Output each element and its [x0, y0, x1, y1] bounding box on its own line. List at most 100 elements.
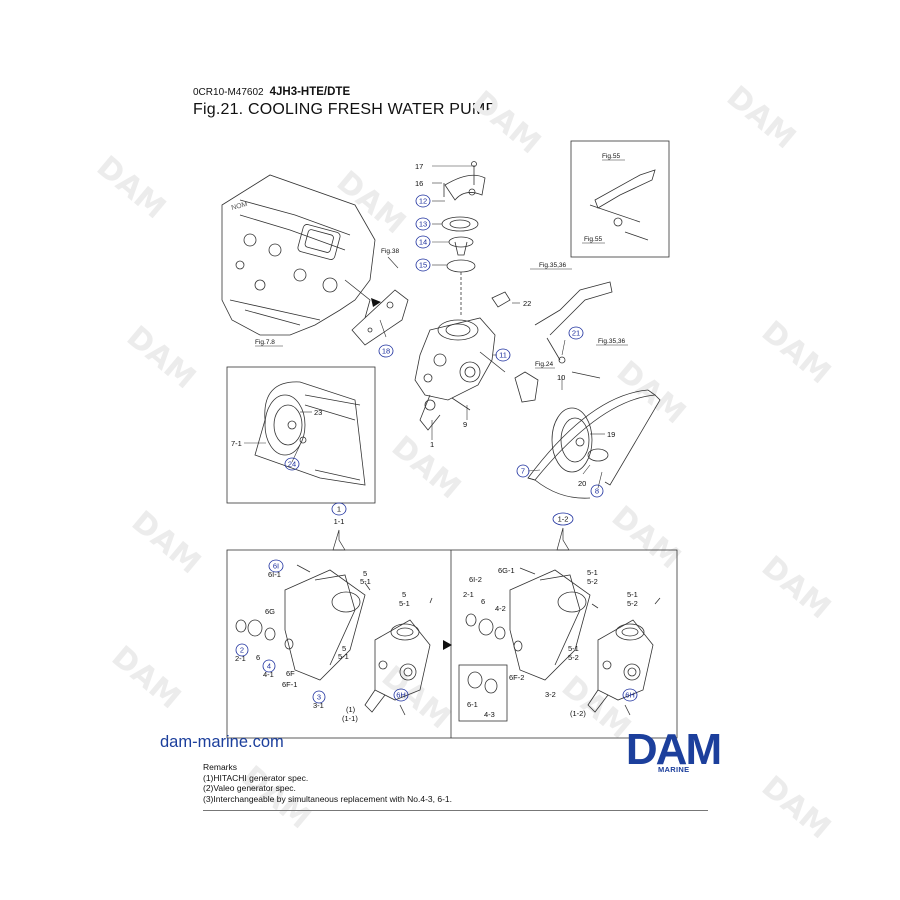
svg-text:6: 6	[256, 653, 260, 662]
svg-text:3-1: 3-1	[313, 701, 324, 710]
svg-text:DAM: DAM	[605, 499, 687, 576]
water-pump-drawing	[414, 317, 539, 431]
svg-text:DAM: DAM	[465, 84, 547, 161]
svg-text:5-2: 5-2	[627, 599, 638, 608]
svg-text:Fig.7.8: Fig.7.8	[255, 339, 275, 346]
svg-text:DAM: DAM	[720, 79, 802, 156]
footer-divider	[203, 810, 708, 811]
svg-text:DAM: DAM	[120, 319, 202, 396]
svg-text:5-1: 5-1	[627, 590, 638, 599]
svg-text:16: 16	[415, 179, 423, 188]
svg-text:6I-2: 6I-2	[469, 575, 482, 584]
svg-text:6I: 6I	[273, 562, 279, 571]
svg-text:7-1: 7-1	[231, 439, 242, 448]
remarks-title: Remarks	[203, 762, 238, 772]
svg-text:5-1: 5-1	[360, 577, 371, 586]
svg-text:Fig.55: Fig.55	[602, 153, 620, 160]
svg-text:4-3: 4-3	[484, 710, 495, 719]
svg-text:24: 24	[288, 460, 296, 469]
left-detail-circled: 6I 2 4 3 6H	[235, 559, 409, 704]
figure-references: Fig.38 Fig.7.8 Fig.55 Fig.55 Fig.35,36 F…	[255, 153, 625, 368]
svg-text:2-1: 2-1	[463, 590, 474, 599]
svg-text:5-2: 5-2	[587, 577, 598, 586]
detail-frames	[226, 549, 678, 739]
arrow-icon	[371, 298, 381, 307]
svg-text:12: 12	[419, 197, 427, 206]
svg-text:6G: 6G	[265, 607, 275, 616]
svg-text:6F: 6F	[286, 669, 295, 678]
svg-text:DAM: DAM	[125, 504, 207, 581]
thermostat-assembly-drawing	[441, 161, 511, 315]
svg-text:5-2: 5-2	[568, 653, 579, 662]
svg-text:5-1: 5-1	[399, 599, 410, 608]
svg-text:Fig.35,36: Fig.35,36	[539, 262, 566, 269]
svg-text:DAM: DAM	[385, 429, 467, 506]
remark-1: (1)HITACHI generator spec.	[203, 772, 309, 783]
svg-text:6H: 6H	[625, 691, 635, 700]
svg-text:15: 15	[419, 261, 427, 270]
remark-2: (2)Valeo generator spec.	[203, 783, 296, 793]
logo-subtitle: MARINE	[658, 765, 690, 774]
svg-text:4: 4	[267, 662, 271, 671]
svg-text:2-1: 2-1	[235, 654, 246, 663]
figure-title: Fig.21. COOLING FRESH WATER PUMP	[193, 101, 497, 118]
svg-text:(1): (1)	[346, 705, 356, 714]
svg-text:5: 5	[363, 569, 367, 578]
svg-text:19: 19	[607, 430, 615, 439]
gasket-drawing	[351, 289, 409, 346]
svg-text:DAM: DAM	[755, 314, 837, 391]
inset-bracket-fig55	[570, 140, 670, 258]
svg-text:14: 14	[419, 238, 427, 247]
svg-text:5-1: 5-1	[568, 644, 579, 653]
svg-text:2: 2	[240, 646, 244, 655]
svg-text:6I-1: 6I-1	[268, 570, 281, 579]
remarks-block: Remarks (1)HITACHI generator spec. (2)Va…	[203, 762, 452, 804]
svg-text:7: 7	[521, 467, 525, 476]
pulley-belt-drawing	[527, 281, 661, 499]
inset-belt-box	[226, 366, 376, 504]
svg-text:DAM: DAM	[610, 354, 692, 431]
svg-text:(1-1): (1-1)	[342, 714, 358, 723]
svg-text:9: 9	[463, 420, 467, 429]
svg-text:5-1: 5-1	[338, 652, 349, 661]
svg-text:5: 5	[402, 590, 406, 599]
svg-text:10: 10	[557, 373, 565, 382]
svg-text:6G-1: 6G-1	[498, 566, 515, 575]
svg-text:DAM: DAM	[626, 725, 720, 770]
svg-text:6-1: 6-1	[467, 700, 478, 709]
svg-text:6F-1: 6F-1	[282, 680, 297, 689]
svg-text:DAM: DAM	[105, 639, 187, 716]
left-detail-drawing	[235, 564, 433, 716]
svg-text:22: 22	[523, 299, 531, 308]
svg-text:(1-2): (1-2)	[570, 709, 586, 718]
svg-text:13: 13	[419, 220, 427, 229]
svg-text:6F-2: 6F-2	[509, 673, 524, 682]
svg-text:1: 1	[430, 440, 434, 449]
svg-text:1-1: 1-1	[334, 517, 345, 526]
circled-callouts: 12 13 14 15 11 18 21 8 7 24	[284, 194, 604, 498]
svg-text:NOM: NOM	[231, 201, 249, 212]
svg-text:DAM: DAM	[90, 149, 172, 226]
right-detail-circled: 6H	[622, 688, 638, 702]
svg-text:6: 6	[481, 597, 485, 606]
svg-text:11: 11	[499, 351, 507, 360]
svg-text:DAM: DAM	[755, 549, 837, 626]
svg-text:5-1: 5-1	[587, 568, 598, 577]
right-detail-drawing	[465, 567, 661, 716]
svg-text:5: 5	[342, 644, 346, 653]
remark-3: (3)Interchangeable by simultaneous repla…	[203, 793, 452, 804]
svg-text:6H: 6H	[396, 691, 406, 700]
engine-block-drawing: NOM	[221, 174, 376, 336]
svg-text:Fig.55: Fig.55	[584, 236, 602, 243]
svg-text:17: 17	[415, 162, 423, 171]
svg-text:4-1: 4-1	[263, 670, 274, 679]
svg-text:3: 3	[317, 693, 321, 702]
right-detail-labels: 6I-2 6G-1 2-1 6 4-2 6F-2 6-1 4-3 3-2 5-1…	[463, 566, 638, 719]
dam-logo: DAM	[626, 725, 722, 770]
svg-text:8: 8	[595, 487, 599, 496]
svg-text:20: 20	[578, 479, 586, 488]
website-link[interactable]: dam-marine.com	[160, 733, 284, 751]
left-detail-labels: 6I-1 6G 2-1 6 4-1 6F 6F-1 3-1 5 5-1 5 5-…	[235, 569, 410, 723]
